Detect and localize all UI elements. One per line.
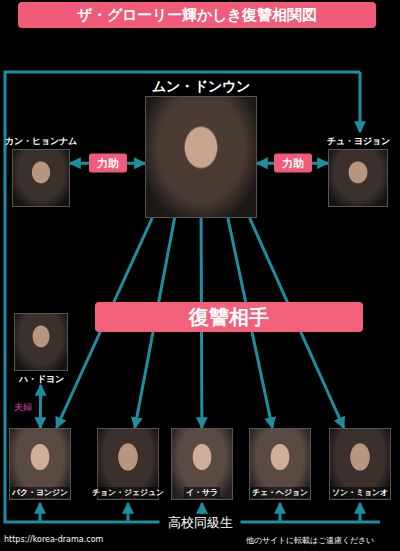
bracket-arrow [359,503,362,522]
edge-label: 力助 [274,154,312,173]
person-name: ソン・ミョンオ [330,487,390,498]
person-name: カン・ヒョンナム [5,135,77,148]
band-text: 復讐相手 [189,304,269,331]
bracket-arrow [359,72,362,132]
person-name: イ・サラ [184,487,220,498]
portrait-photo [145,96,257,218]
person-name: チュ・ヨジョン [327,135,390,148]
bracket-arrow [127,503,130,522]
connector-arrow [39,385,42,428]
person-node: カン・ヒョンナム [12,135,70,207]
portrait-photo [12,149,70,207]
footer-note: 他のサイトに転載はご遠慮ください [246,535,374,546]
bracket-line [5,72,380,522]
person-name: パク・ヨンジン [10,487,70,498]
group-band: 復讐相手 [95,302,363,332]
person-name: ムン・ドンウン [152,78,250,96]
person-name: チョン・ジェジュン [90,487,166,498]
person-name: チェ・ヘジョン [250,487,310,498]
person-node: チュ・ヨジョン [328,135,388,207]
portrait-photo [328,149,388,207]
person-node: ソン・ミョンオ [329,428,391,500]
person-node: イ・サラ [171,428,233,500]
person-node: チョン・ジェジュン [97,428,159,500]
person-node: ムン・ドンウン [145,78,257,218]
edge-label: 力助 [89,154,127,173]
edge-label: 夫婦 [14,400,32,413]
person-node: パク・ヨンジン [9,428,71,500]
person-name: ハ・ドヨン [19,373,64,386]
footer-note: https://korea-drama.com [4,535,103,544]
bracket-arrow [279,503,282,522]
title-banner: ザ・グローリー輝かしき復讐相関図 [18,2,376,28]
portrait-photo [14,313,68,371]
bracket-arrow [39,503,42,522]
group-caption: 高校同級生 [160,514,241,532]
person-node: ハ・ドヨン [14,313,68,385]
person-node: チェ・ヘジョン [249,428,311,500]
